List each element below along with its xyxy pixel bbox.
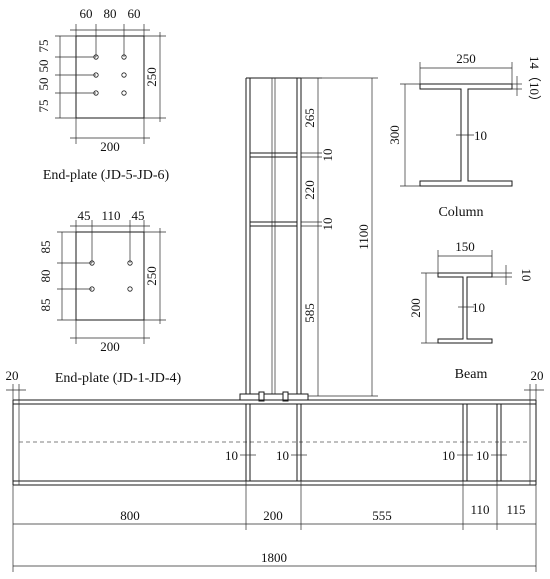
end-plate-outline xyxy=(75,231,145,321)
dim-label: 110 xyxy=(101,208,120,223)
dim-label: 110 xyxy=(470,502,489,517)
dim-label: 10 xyxy=(472,300,485,315)
dim-label: 200 xyxy=(263,508,283,523)
dim-label: 555 xyxy=(372,508,392,523)
bolt-hole xyxy=(121,90,127,96)
bolt-hole xyxy=(121,72,127,78)
dim-label: 10 xyxy=(276,448,289,463)
dim-label: 150 xyxy=(455,239,475,254)
dim-label: 800 xyxy=(120,508,140,523)
dim-label: 250 xyxy=(144,67,159,87)
dim-label: 265 xyxy=(302,108,317,128)
dim-label: 1100 xyxy=(356,224,371,250)
end-plate-jd1-jd4: 45 110 45 85 80 85 250 200 End-plate (JD… xyxy=(38,208,182,386)
dim-label: 85 xyxy=(38,299,53,312)
column-elevation: 265 10 220 10 585 1100 xyxy=(239,77,378,402)
dim-label: 250 xyxy=(144,266,159,286)
column-cross-section: 250 14（10） 10 300 Column xyxy=(387,51,542,220)
dim-label: 115 xyxy=(506,502,525,517)
dim-label: 80 xyxy=(104,6,117,21)
dim-label: 10 xyxy=(442,448,455,463)
dim-label: 10 xyxy=(225,448,238,463)
dim-label: 10 xyxy=(320,149,335,162)
dim-label: 50 xyxy=(36,78,51,91)
dim-label: 20 xyxy=(6,368,19,383)
dim-label: 50 xyxy=(36,60,51,73)
dim-label: 250 xyxy=(456,51,476,66)
column-base-plate xyxy=(239,393,309,401)
dim-label: 14（10） xyxy=(527,56,542,108)
dim-label: 75 xyxy=(36,100,51,113)
dim-label: 585 xyxy=(302,303,317,323)
caption-column: Column xyxy=(438,205,483,220)
caption-beam: Beam xyxy=(455,367,488,382)
beam-cross-section: 150 10 10 200 Beam xyxy=(408,239,534,382)
caption-end-plate-jd1-jd4: End-plate (JD-1-JD-4) xyxy=(55,371,182,386)
dim-label: 80 xyxy=(38,270,53,283)
dim-label: 60 xyxy=(128,6,141,21)
dim-label: 10 xyxy=(474,128,487,143)
bolt-hole xyxy=(127,286,133,292)
dim-label: 45 xyxy=(132,208,145,223)
dim-label: 200 xyxy=(408,298,423,318)
dim-label: 1800 xyxy=(261,550,287,565)
dim-label: 10 xyxy=(519,269,534,282)
dim-label: 10 xyxy=(476,448,489,463)
beam-elevation: 20 20 10 10 10 10 800 200 555 110 115 18… xyxy=(6,368,544,572)
caption-end-plate-jd5-jd6: End-plate (JD-5-JD-6) xyxy=(43,168,170,183)
dim-label: 300 xyxy=(387,125,402,145)
dim-label: 200 xyxy=(100,139,120,154)
bolt xyxy=(282,391,289,402)
dim-label: 10 xyxy=(320,218,335,231)
dim-label: 20 xyxy=(531,368,544,383)
dim-label: 220 xyxy=(302,180,317,200)
end-plate-outline xyxy=(75,35,145,119)
dim-label: 85 xyxy=(38,241,53,254)
end-plate-jd5-jd6: 60 80 60 75 50 50 75 250 200 End-plate (… xyxy=(36,6,170,183)
bolt xyxy=(258,391,265,402)
dim-label: 60 xyxy=(80,6,93,21)
dim-label: 200 xyxy=(100,339,120,354)
dim-label: 45 xyxy=(78,208,91,223)
dim-label: 75 xyxy=(36,40,51,53)
